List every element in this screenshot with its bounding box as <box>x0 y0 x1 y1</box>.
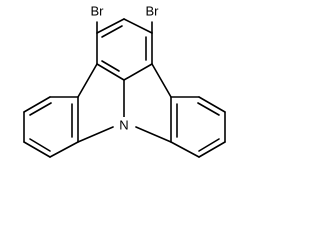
bond-right-ring <box>198 141 226 158</box>
double-bond-inner <box>29 138 51 152</box>
bond-right-ring-to-n <box>135 126 172 143</box>
bond-left-ring <box>49 141 79 158</box>
bond-left-ring-to-n <box>77 126 114 143</box>
bond-left-ring <box>23 141 51 158</box>
atom-label-bromine-left: Br <box>85 3 109 19</box>
double-bond-inner <box>198 138 220 152</box>
bond-right-ring <box>170 141 200 158</box>
bond-top-ring <box>123 63 153 81</box>
left-benzene-ring <box>23 96 114 158</box>
double-bond-inner <box>29 102 52 116</box>
bromine-left-label: Br <box>91 3 105 18</box>
bond-left-ring <box>23 96 51 113</box>
chemical-structure-diagram: Br Br N <box>23 3 226 158</box>
bond-top-ring <box>96 63 125 81</box>
bond-five-ring-right <box>151 63 172 98</box>
bond-five-ring-left <box>77 63 98 98</box>
bond-top-ring <box>123 18 153 34</box>
top-ring <box>96 18 153 81</box>
atom-label-nitrogen: N <box>117 117 131 133</box>
right-benzene-ring <box>135 96 226 158</box>
double-bond-inner <box>101 60 120 72</box>
atom-label-bromine-right: Br <box>140 3 164 19</box>
double-bond-inner <box>101 25 123 38</box>
bond-top-ring <box>96 18 125 34</box>
bromine-right-label: Br <box>146 3 160 18</box>
bond-right-ring <box>198 96 226 113</box>
nitrogen-label: N <box>119 117 128 132</box>
double-bond-inner <box>197 102 220 116</box>
